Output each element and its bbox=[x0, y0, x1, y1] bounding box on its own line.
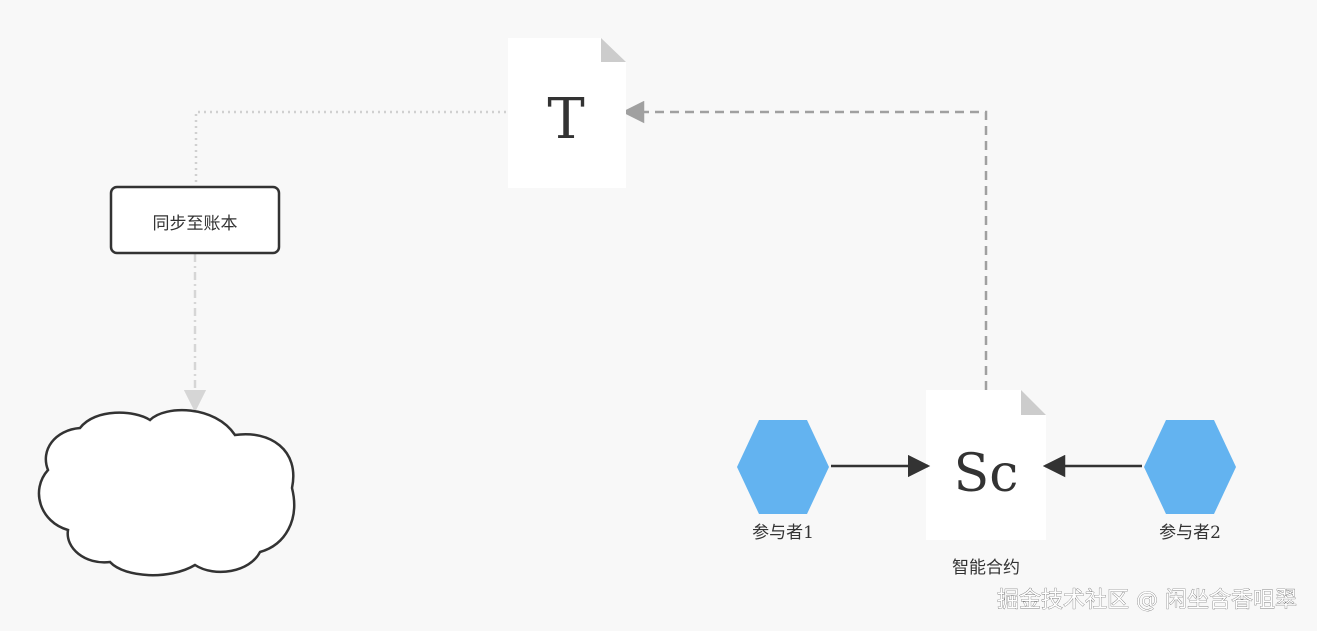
participant-1-label: 参与者1 bbox=[752, 523, 814, 543]
watermark-text: 掘金技术社区 @ 闲坐含香咀翠 bbox=[997, 588, 1297, 613]
participant-2-label: 参与者2 bbox=[1159, 523, 1221, 543]
participant-2-hexagon-icon bbox=[1144, 420, 1236, 514]
sync-ledger-label: 同步至账本 bbox=[153, 214, 238, 234]
smart-contract-document-icon: Sc bbox=[926, 390, 1046, 540]
sync-ledger-box: 同步至账本 bbox=[109, 185, 281, 255]
smart-contract-letter: Sc bbox=[954, 444, 1019, 504]
token-document-icon: T bbox=[508, 38, 626, 188]
connector-contract-to-token bbox=[621, 100, 988, 390]
smart-contract-caption: 智能合约 bbox=[952, 558, 1020, 578]
connector-token-to-sync bbox=[194, 110, 506, 186]
participant-1-hexagon-icon bbox=[737, 420, 829, 514]
token-letter: T bbox=[547, 87, 584, 152]
cloud-icon bbox=[37, 409, 296, 577]
